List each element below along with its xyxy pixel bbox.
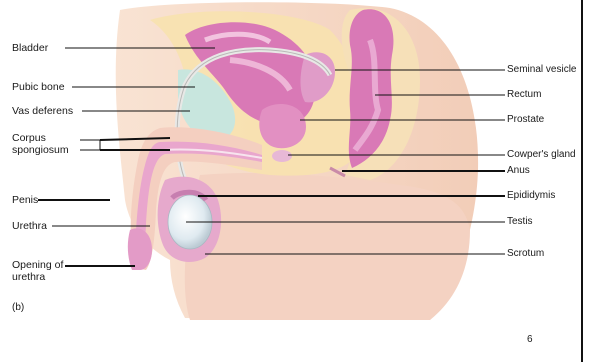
label-opening-of-urethra: Opening of urethra	[12, 259, 63, 283]
label-penis: Penis	[12, 194, 38, 206]
page-number: 6	[527, 334, 533, 345]
cowpers-gland	[272, 150, 292, 162]
label-urethra: Urethra	[12, 220, 47, 232]
label-testis: Testis	[507, 216, 533, 228]
label-pubic-bone: Pubic bone	[12, 81, 65, 93]
label-prostate: Prostate	[507, 114, 544, 126]
label-seminal-vesicle: Seminal vesicle	[507, 64, 576, 76]
label-cowpers-gland: Cowper's gland	[507, 149, 576, 161]
label-epididymis: Epididymis	[507, 190, 555, 202]
page-border	[581, 0, 583, 362]
label-anus: Anus	[507, 165, 530, 177]
label-vas-deferens: Vas deferens	[12, 105, 73, 117]
label-bladder: Bladder	[12, 42, 48, 54]
label-scrotum: Scrotum	[507, 248, 544, 260]
label-rectum: Rectum	[507, 89, 541, 101]
label-corpus-spongiosum: Corpus spongiosum	[12, 132, 69, 156]
prostate	[259, 104, 306, 148]
panel-letter: (b)	[12, 302, 24, 313]
